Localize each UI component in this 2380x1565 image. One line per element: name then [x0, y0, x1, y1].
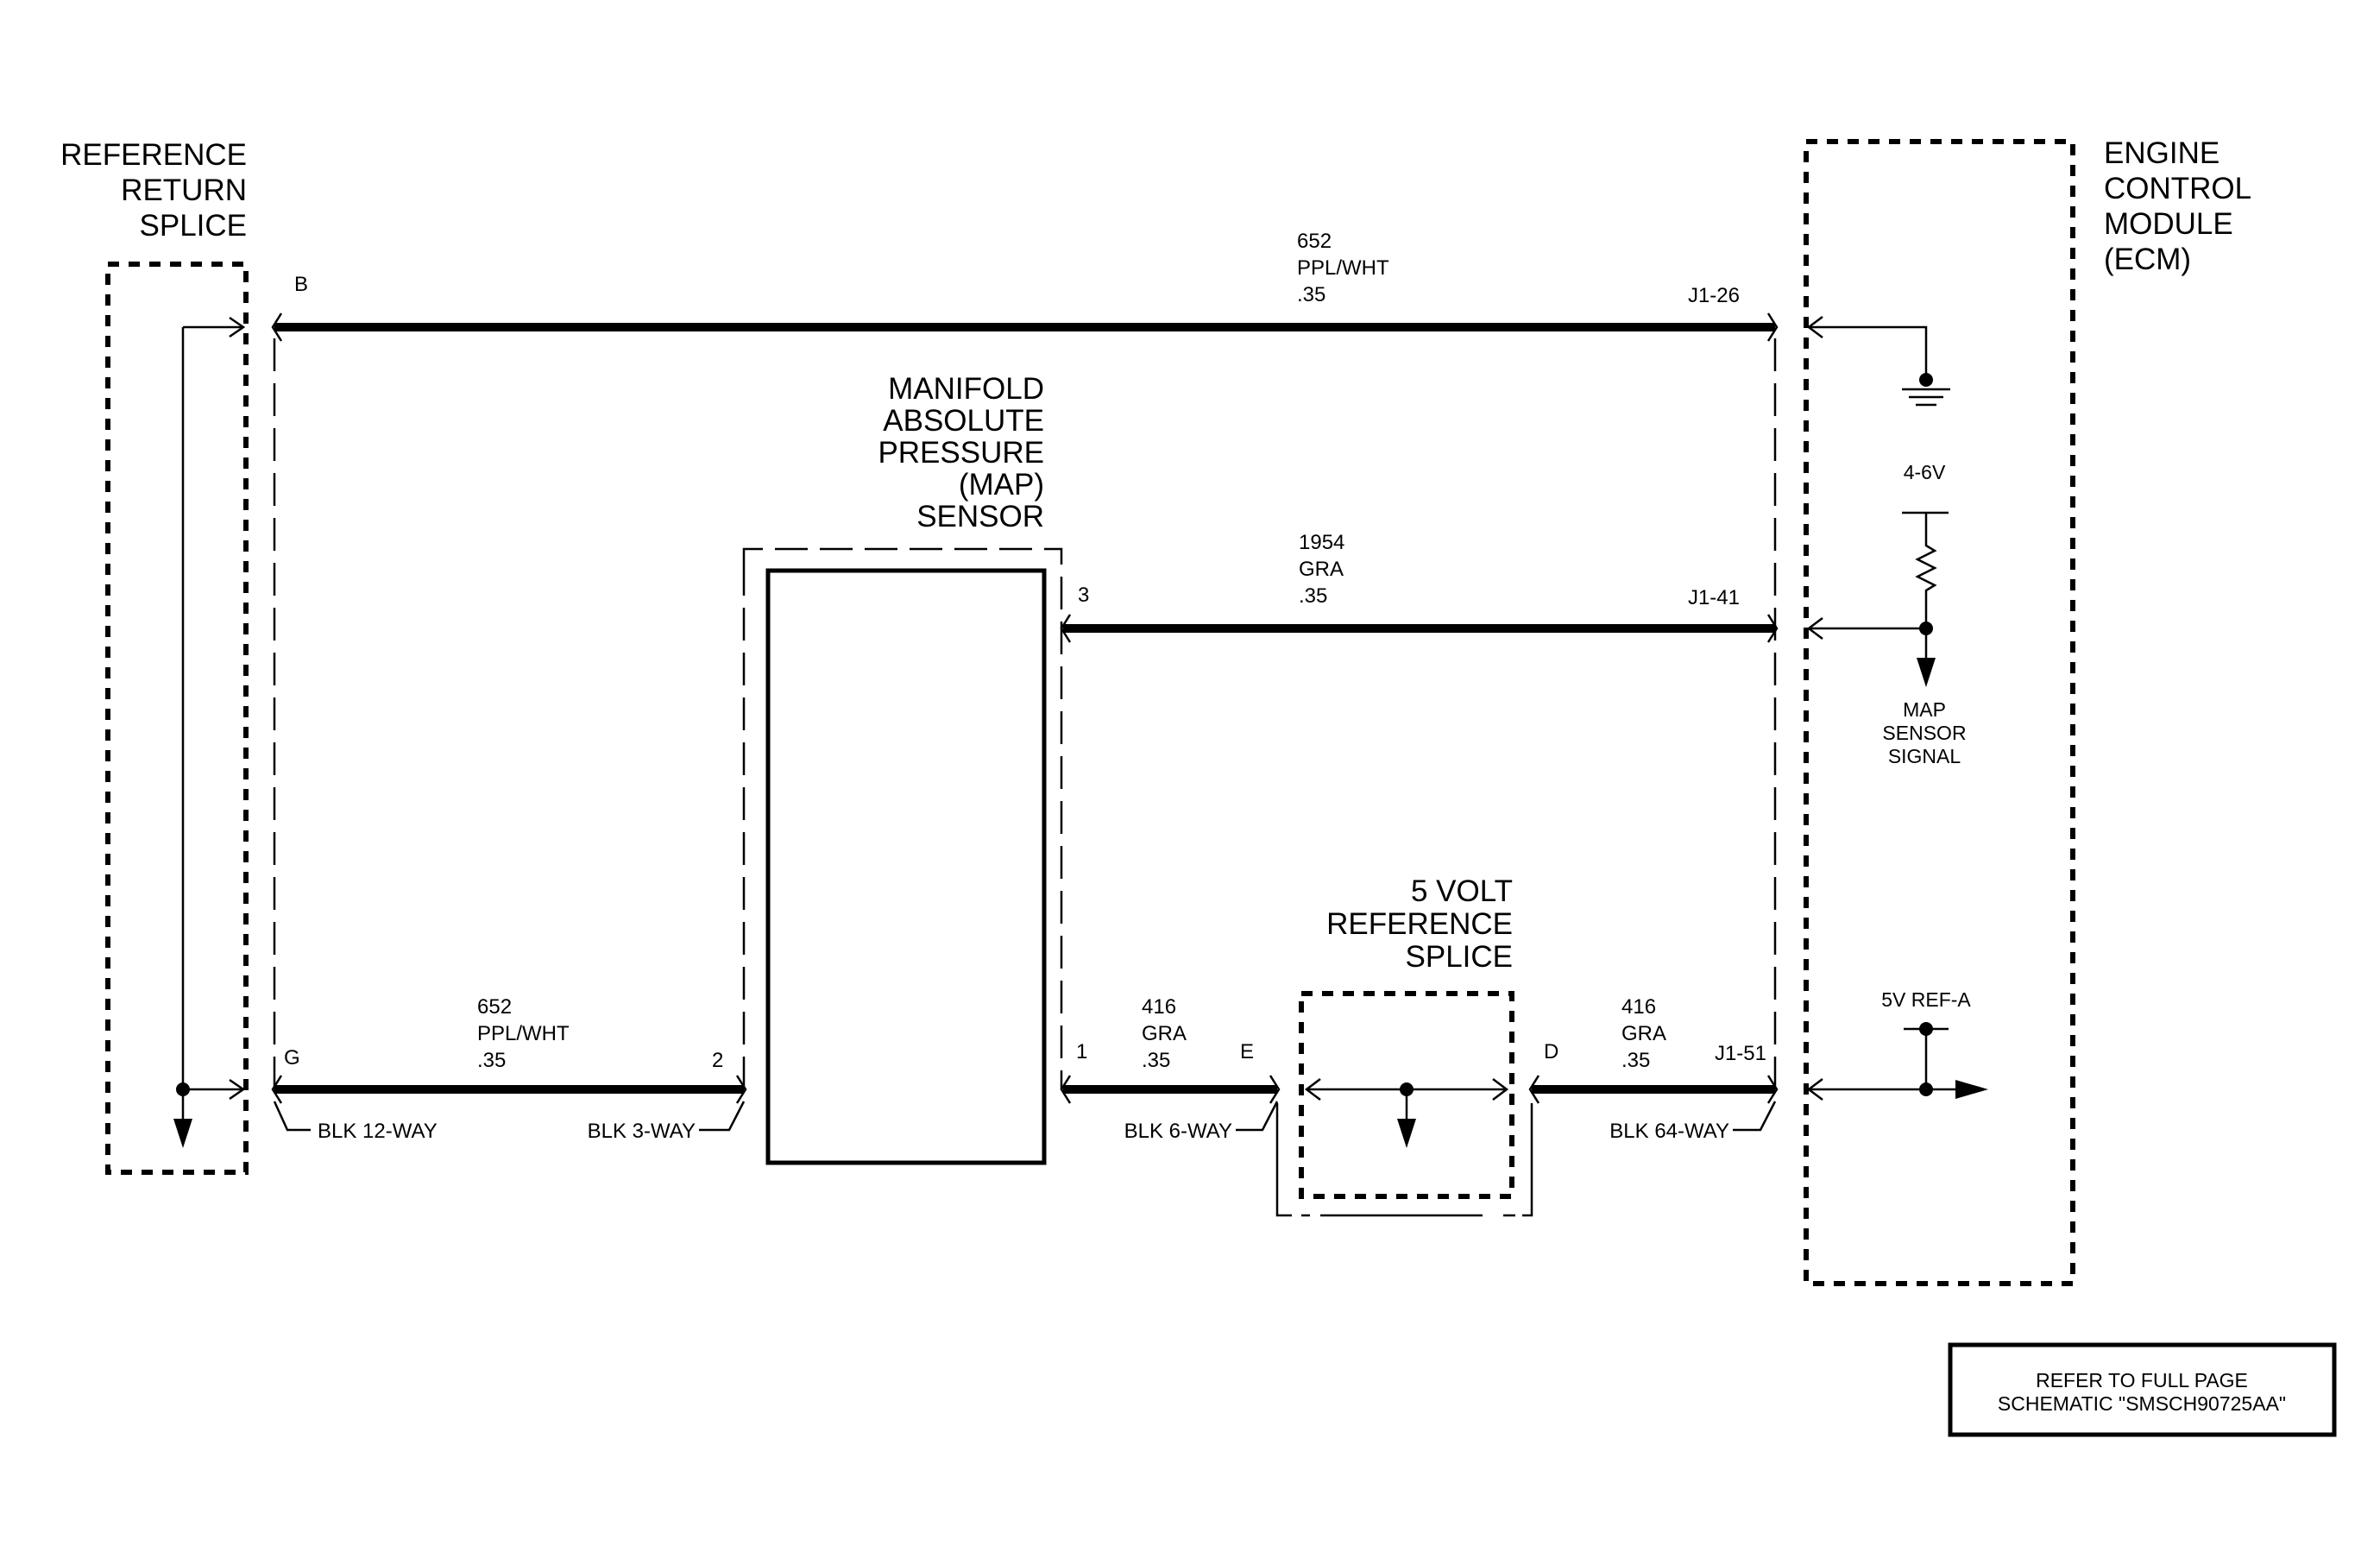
five-volt-splice-outline-left	[1275, 1103, 1310, 1217]
pin-j1-51-label: J1-51	[1715, 1042, 1766, 1065]
map-signal-label-1: MAP	[1903, 698, 1946, 721]
wire-416-mid-circuit: 416	[1142, 995, 1176, 1019]
connector-6way-bracket	[1236, 1101, 1279, 1132]
five-volt-splice-label-1: 5 VOLT	[1411, 874, 1513, 908]
ecm-label-3: MODULE	[2104, 207, 2233, 241]
pin-1-label: 1	[1076, 1040, 1087, 1063]
ref-return-splice-label-1: REFERENCE	[60, 138, 247, 172]
connector-pin-2-end	[735, 1075, 747, 1104]
wire-652-top: B 652 PPL/WHT .35 J1-26	[271, 230, 1779, 342]
wire-416-right-color: GRA	[1621, 1022, 1666, 1045]
map-sensor-outline-right	[742, 547, 1063, 1089]
ref-return-splice-label-3: SPLICE	[140, 209, 248, 243]
wire-652-bottom: G 652 PPL/WHT .35 2 BLK 12-WAY BLK 3-WAY	[271, 995, 747, 1143]
pin-j1-41-label: J1-41	[1688, 586, 1740, 609]
note-line-2: SCHEMATIC "SMSCH90725AA"	[1998, 1392, 2286, 1415]
connector-e-end	[1269, 1075, 1281, 1104]
pin-g-label: G	[284, 1046, 300, 1070]
ecm-ground-trace	[1809, 325, 1928, 380]
five-volt-splice-down-arrow	[1397, 1119, 1416, 1148]
ecm-5v-ref-label: 5V REF-A	[1881, 988, 1971, 1011]
ref-return-arrow-bottom	[229, 1078, 246, 1101]
wire-652-bottom-circuit: 652	[477, 995, 512, 1019]
connector-64way-bracket	[1733, 1101, 1777, 1132]
pin-j1-26-label: J1-26	[1688, 284, 1740, 307]
wire-652-top-gauge: .35	[1297, 283, 1325, 306]
five-volt-splice-outline-bottom	[1320, 1103, 1533, 1217]
five-volt-splice-label-2: REFERENCE	[1326, 907, 1513, 941]
connector-6way-label: BLK 6-WAY	[1124, 1120, 1232, 1143]
connector-pin-1-end	[1060, 1075, 1072, 1104]
ecm-ground-dot	[1919, 373, 1933, 387]
five-volt-reference-splice: 5 VOLT REFERENCE SPLICE	[1275, 874, 1533, 1217]
ref-return-down-arrow	[173, 1119, 192, 1148]
ecm-ref-junction-dot	[1919, 1082, 1933, 1096]
note-box	[1948, 1342, 2337, 1437]
wire-652-top-color: PPL/WHT	[1297, 256, 1389, 280]
wire-652-bottom-color: PPL/WHT	[477, 1022, 570, 1045]
connector-12way-bracket	[273, 1101, 311, 1132]
wire-1954-circuit: 1954	[1299, 531, 1344, 554]
pin-b-label: B	[294, 273, 308, 296]
wire-416-right-gauge: .35	[1621, 1049, 1650, 1072]
ecm-label-2: CONTROL	[2104, 172, 2251, 205]
pin-3-label: 3	[1078, 584, 1089, 607]
connector-b-end	[271, 312, 283, 342]
pullup-resistor-icon	[1915, 513, 1937, 628]
wire-416-right: D 416 GRA .35 J1-51 BLK 64-WAY	[1528, 995, 1779, 1143]
ecm-voltage-label: 4-6V	[1904, 461, 1946, 483]
map-sensor-label-3: PRESSURE	[878, 436, 1044, 470]
pin-2-label: 2	[712, 1049, 723, 1072]
connector-pin-3-end	[1060, 614, 1072, 643]
connector-d-end	[1528, 1075, 1540, 1104]
five-volt-splice-arrow-left	[1304, 1078, 1321, 1101]
wire-416-mid: 1 416 GRA .35 E BLK 6-WAY	[1060, 995, 1281, 1143]
engine-control-module: ENGINE CONTROL MODULE (ECM) 4-6V MAP SEN…	[1804, 136, 2251, 1286]
connector-j1-51-end	[1766, 1075, 1779, 1104]
wire-652-bottom-gauge: .35	[477, 1049, 506, 1072]
map-sensor-label-4: (MAP)	[959, 468, 1044, 502]
note-line-1: REFER TO FULL PAGE	[2036, 1369, 2248, 1391]
map-signal-label-3: SIGNAL	[1888, 745, 1961, 767]
connector-64way-label: BLK 64-WAY	[1609, 1120, 1729, 1143]
map-sensor-body	[765, 568, 1047, 1165]
wire-1954: 3 1954 GRA .35 J1-41	[1060, 531, 1779, 643]
ecm-label-4: (ECM)	[2104, 243, 2191, 276]
connector-12way-label: BLK 12-WAY	[318, 1120, 438, 1143]
five-volt-splice-box	[1299, 991, 1514, 1199]
map-sensor-label-5: SENSOR	[916, 500, 1044, 533]
wire-416-right-circuit: 416	[1621, 995, 1656, 1019]
reference-return-splice: REFERENCE RETURN SPLICE	[60, 138, 249, 1175]
wire-1954-color: GRA	[1299, 558, 1344, 581]
wire-416-mid-color: GRA	[1142, 1022, 1187, 1045]
connector-3way-bracket	[699, 1101, 746, 1132]
ref-return-splice-box	[105, 262, 249, 1175]
wire-416-mid-gauge: .35	[1142, 1049, 1170, 1072]
ref-return-arrow-top	[229, 316, 246, 338]
pin-e-label: E	[1240, 1040, 1254, 1063]
connector-j1-26-end	[1766, 312, 1779, 342]
ecm-signal-down-arrow	[1917, 658, 1936, 687]
connector-3way-label: BLK 3-WAY	[588, 1120, 696, 1143]
five-volt-splice-arrow-right	[1492, 1078, 1509, 1101]
connector-g-end	[271, 1075, 283, 1104]
wire-1954-gauge: .35	[1299, 584, 1327, 608]
map-sensor-label-1: MANIFOLD	[888, 372, 1044, 406]
ecm-ref-right-arrow	[1955, 1080, 1988, 1099]
ecm-box	[1804, 139, 2075, 1286]
map-signal-label-2: SENSOR	[1882, 722, 1966, 744]
pin-d-label: D	[1544, 1040, 1558, 1063]
ecm-label-1: ENGINE	[2104, 136, 2219, 170]
wire-652-top-circuit: 652	[1297, 230, 1332, 253]
connector-j1-41-end	[1766, 614, 1779, 643]
ref-return-splice-label-2: RETURN	[121, 174, 247, 207]
ref-return-junction-dot	[176, 1082, 190, 1096]
map-sensor: MANIFOLD ABSOLUTE PRESSURE (MAP) SENSOR	[742, 372, 1063, 1165]
schematic-reference-note: REFER TO FULL PAGE SCHEMATIC "SMSCH90725…	[1948, 1342, 2337, 1437]
map-sensor-label-2: ABSOLUTE	[883, 404, 1044, 438]
five-volt-splice-label-3: SPLICE	[1406, 940, 1514, 974]
